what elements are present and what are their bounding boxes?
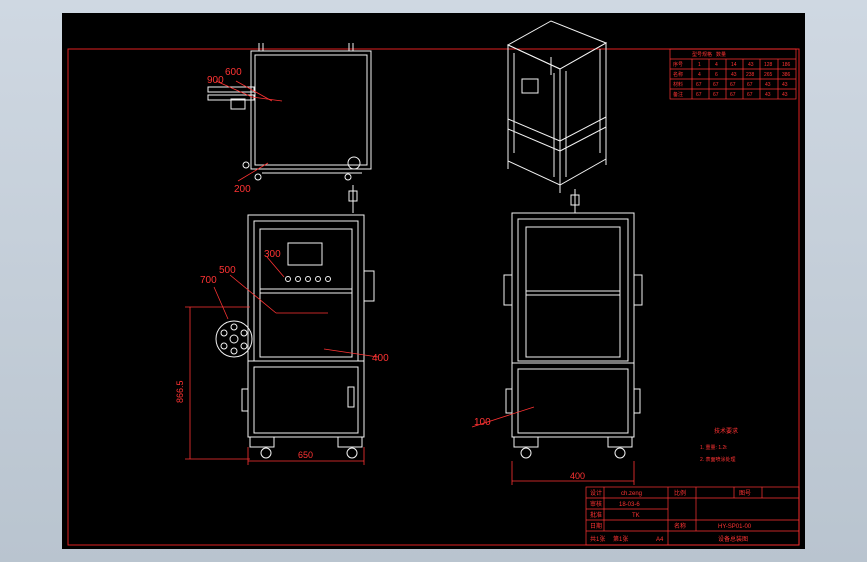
front-view — [215, 185, 375, 459]
tb-design-label: 设计 — [590, 489, 602, 497]
svg-text:67: 67 — [696, 82, 702, 88]
tb-sheets: 共1张 — [590, 535, 605, 543]
svg-text:67: 67 — [730, 82, 736, 88]
title-block-text: 设计 ch.zeng 比例 图号 审核 18-03-6 批准 TK 日期 名称 … — [590, 489, 752, 543]
title-block — [585, 486, 800, 546]
svg-text:386: 386 — [782, 72, 791, 78]
bom-header-0: 型号规格 — [692, 51, 712, 58]
label-900: 900 — [207, 75, 224, 86]
tb-title: 设备总装图 — [718, 535, 748, 543]
label-200: 200 — [234, 184, 251, 195]
svg-text:67: 67 — [730, 92, 736, 98]
bom-table — [669, 48, 797, 100]
svg-text:名称: 名称 — [673, 71, 683, 78]
svg-text:67: 67 — [747, 82, 753, 88]
svg-text:186: 186 — [782, 62, 791, 68]
tb-date-value: 18-03-6 — [619, 502, 640, 508]
svg-text:43: 43 — [765, 92, 771, 98]
bom-header-1: 数量 — [716, 51, 726, 58]
top-view — [207, 43, 372, 181]
label-700: 700 — [200, 275, 217, 286]
svg-text:128: 128 — [764, 62, 773, 68]
svg-text:67: 67 — [713, 82, 719, 88]
svg-text:4: 4 — [698, 72, 701, 78]
tb-approve-label: 批准 — [590, 511, 602, 519]
tb-designer: ch.zeng — [621, 491, 642, 497]
svg-text:4: 4 — [715, 62, 718, 68]
notes-line-2: 2. 表面喷涂处理 — [700, 456, 736, 463]
tb-approver: TK — [632, 513, 640, 519]
svg-text:67: 67 — [713, 92, 719, 98]
svg-text:序号: 序号 — [673, 61, 683, 68]
front-view-dims — [185, 256, 379, 465]
tb-drawing-no-label: 图号 — [739, 490, 751, 497]
svg-text:43: 43 — [765, 82, 771, 88]
tb-scale-label: 比例 — [674, 489, 686, 497]
drawing-svg: 600 900 200 — [67, 20, 800, 546]
svg-text:材料: 材料 — [673, 81, 683, 88]
svg-text:238: 238 — [746, 72, 755, 78]
drawing-border — [67, 48, 800, 546]
label-400: 400 — [372, 353, 389, 364]
drawing-canvas[interactable]: 600 900 200 — [62, 13, 805, 549]
svg-text:43: 43 — [782, 92, 788, 98]
dim-400: 400 — [570, 471, 585, 481]
svg-text:43: 43 — [782, 82, 788, 88]
tb-date-label: 日期 — [590, 522, 602, 530]
svg-text:67: 67 — [747, 92, 753, 98]
svg-text:备注: 备注 — [673, 91, 683, 98]
side-view — [503, 189, 643, 459]
svg-text:1: 1 — [698, 62, 701, 68]
label-500: 500 — [219, 265, 236, 276]
tb-review-label: 审核 — [590, 500, 602, 508]
label-300: 300 — [264, 249, 281, 260]
tb-sheet: 第1张 — [613, 535, 628, 543]
tb-size: A4 — [656, 537, 664, 543]
svg-text:265: 265 — [764, 72, 773, 78]
dim-866-5: 866.5 — [175, 380, 185, 403]
label-600: 600 — [225, 67, 242, 78]
top-view-labels — [215, 80, 283, 182]
svg-text:6: 6 — [715, 72, 718, 78]
svg-text:43: 43 — [748, 62, 754, 68]
side-view-dims — [471, 406, 635, 485]
svg-text:14: 14 — [731, 62, 737, 68]
notes-title: 技术要求 — [714, 427, 738, 435]
label-100: 100 — [474, 417, 491, 428]
svg-text:67: 67 — [696, 92, 702, 98]
tb-drawing-no: HY-SP01-00 — [718, 524, 752, 530]
notes-line-1: 1. 重量: 1.2t — [700, 444, 727, 451]
tb-name-label: 名称 — [674, 522, 686, 530]
svg-text:43: 43 — [731, 72, 737, 78]
isometric-view — [506, 20, 608, 193]
dim-650: 650 — [298, 450, 313, 460]
